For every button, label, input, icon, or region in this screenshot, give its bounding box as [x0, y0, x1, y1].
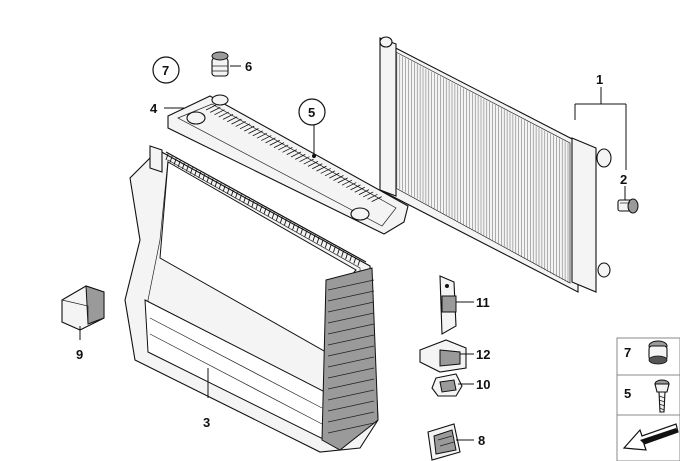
parts-legend: 7 5	[616, 337, 680, 461]
callout-2: 2	[620, 172, 627, 187]
grommet-part-6	[211, 51, 229, 77]
callout-circle-7	[152, 56, 180, 84]
clip-part-10	[431, 373, 463, 397]
callout-circle-5	[298, 98, 326, 126]
callout-7: 7	[162, 63, 169, 78]
callout-9: 9	[76, 347, 83, 362]
radiator	[379, 36, 612, 293]
arrow-icon	[622, 423, 679, 451]
holder-part-12	[419, 339, 467, 373]
upper-cross-member	[167, 94, 409, 235]
callout-1: 1	[596, 72, 603, 87]
callout-6: 6	[245, 59, 252, 74]
fan-shroud	[124, 145, 379, 453]
drain-plug-part-2	[617, 198, 639, 214]
clamp-part-8	[427, 423, 461, 461]
nut-icon	[648, 340, 668, 365]
callout-11: 11	[476, 295, 490, 310]
bracket-part-9	[61, 285, 105, 331]
callout-5: 5	[308, 105, 315, 120]
callout-4: 4	[150, 101, 158, 116]
clip-part-11	[439, 275, 457, 335]
legend-number-5: 5	[624, 386, 631, 401]
legend-number-7: 7	[624, 345, 631, 360]
callout-3: 3	[203, 415, 210, 430]
callout-12: 12	[476, 347, 490, 362]
callout-8: 8	[478, 433, 485, 448]
screw-icon	[654, 379, 670, 413]
callout-10: 10	[476, 377, 490, 392]
